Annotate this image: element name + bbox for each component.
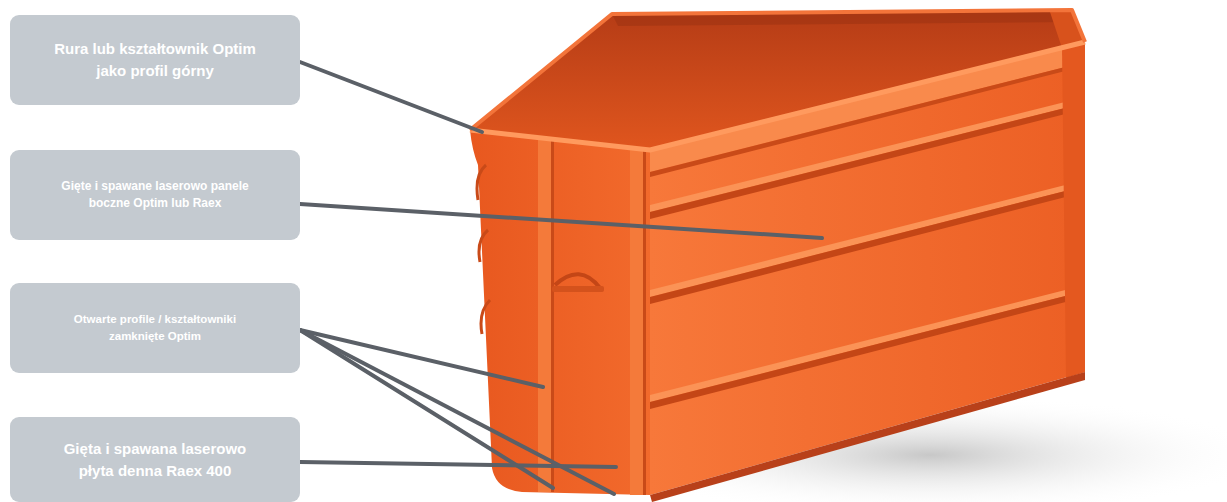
end-post (538, 140, 551, 492)
end-post-shade (551, 140, 554, 492)
end-handle (555, 274, 600, 288)
bottom-rail (650, 372, 1085, 502)
callout-text: Gięta i spawana laserowo płyta denna Rae… (48, 438, 263, 482)
callout-box: Gięte i spawane laserowo panele boczne O… (10, 150, 300, 240)
leader-line (300, 330, 614, 494)
callout-box: Rura lub kształtownik Optim jako profil … (10, 15, 300, 105)
callout-box: Otwarte profile / kształtowniki zamknięt… (10, 283, 300, 373)
leader-lines (300, 62, 822, 494)
container-end-face (470, 130, 650, 495)
side-rib-shade (650, 186, 1085, 304)
callout-text: Rura lub kształtownik Optim jako profil … (53, 38, 258, 82)
end-edge-bumps (477, 165, 490, 334)
container-side-face (650, 42, 1085, 495)
top-profile-back (470, 10, 1085, 130)
leader-line (300, 462, 616, 467)
end-post-shade (643, 148, 646, 495)
end-post (630, 148, 643, 495)
leader-line (300, 204, 822, 238)
callout-box: Gięta i spawana laserowo płyta denna Rae… (10, 417, 300, 502)
callout-text: Otwarte profile / kształtowniki zamknięt… (55, 311, 255, 344)
side-end-post (1062, 42, 1085, 378)
leader-line (300, 62, 482, 132)
callout-text: Gięte i spawane laserowo panele boczne O… (57, 178, 253, 213)
side-rib (650, 285, 1085, 402)
side-rib (650, 97, 1085, 212)
end-handle-bar (552, 286, 604, 292)
side-rib (650, 180, 1085, 297)
leader-line (300, 330, 543, 387)
top-profile (470, 42, 1085, 150)
